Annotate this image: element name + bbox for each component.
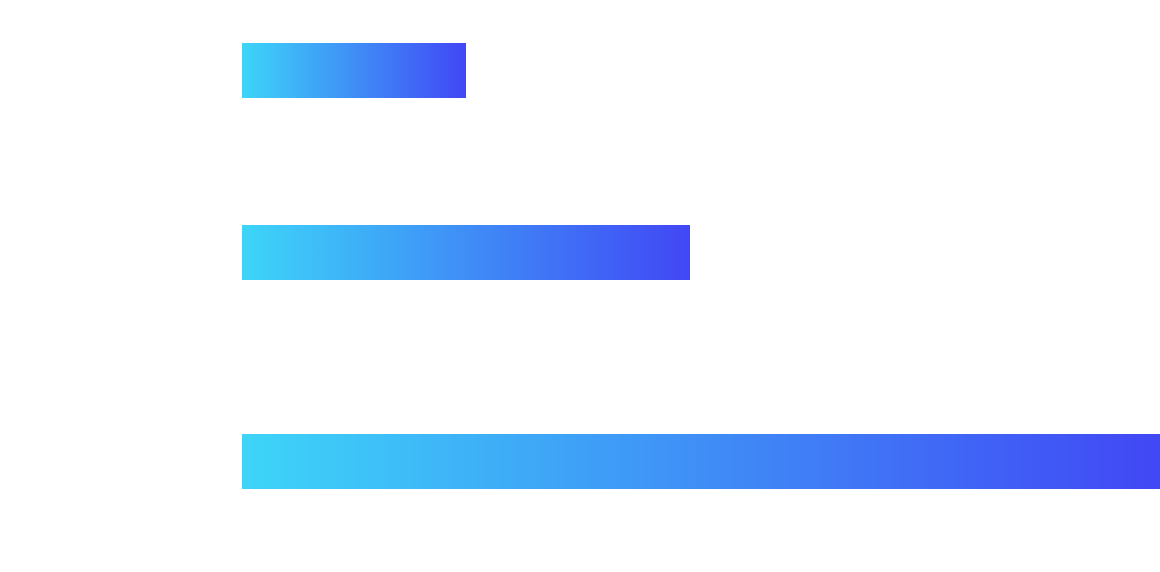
bar-2 bbox=[242, 225, 690, 280]
bar-3 bbox=[242, 434, 1160, 489]
bar-1 bbox=[242, 43, 466, 98]
